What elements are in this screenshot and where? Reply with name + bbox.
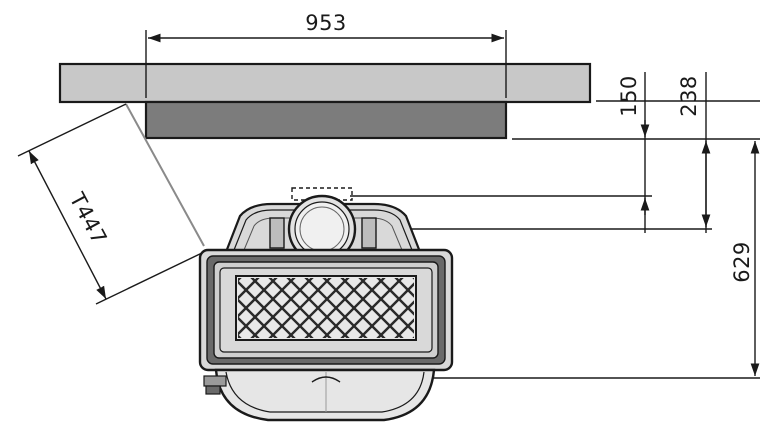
depth-dimensions: 150 238 629	[350, 72, 760, 379]
width-label: 953	[305, 11, 347, 35]
top-slab	[58, 62, 592, 104]
width-dimension: 953	[145, 11, 507, 98]
diagonal-label: T447	[64, 188, 111, 249]
lower-slab	[144, 100, 508, 140]
depth-629-label: 629	[730, 241, 754, 283]
handle-knob	[203, 375, 227, 395]
stove-plan	[198, 187, 454, 422]
grille-panel	[235, 275, 417, 341]
depth-150-label: 150	[617, 75, 641, 117]
front-door	[214, 368, 436, 422]
depth-238-label: 238	[677, 75, 701, 117]
